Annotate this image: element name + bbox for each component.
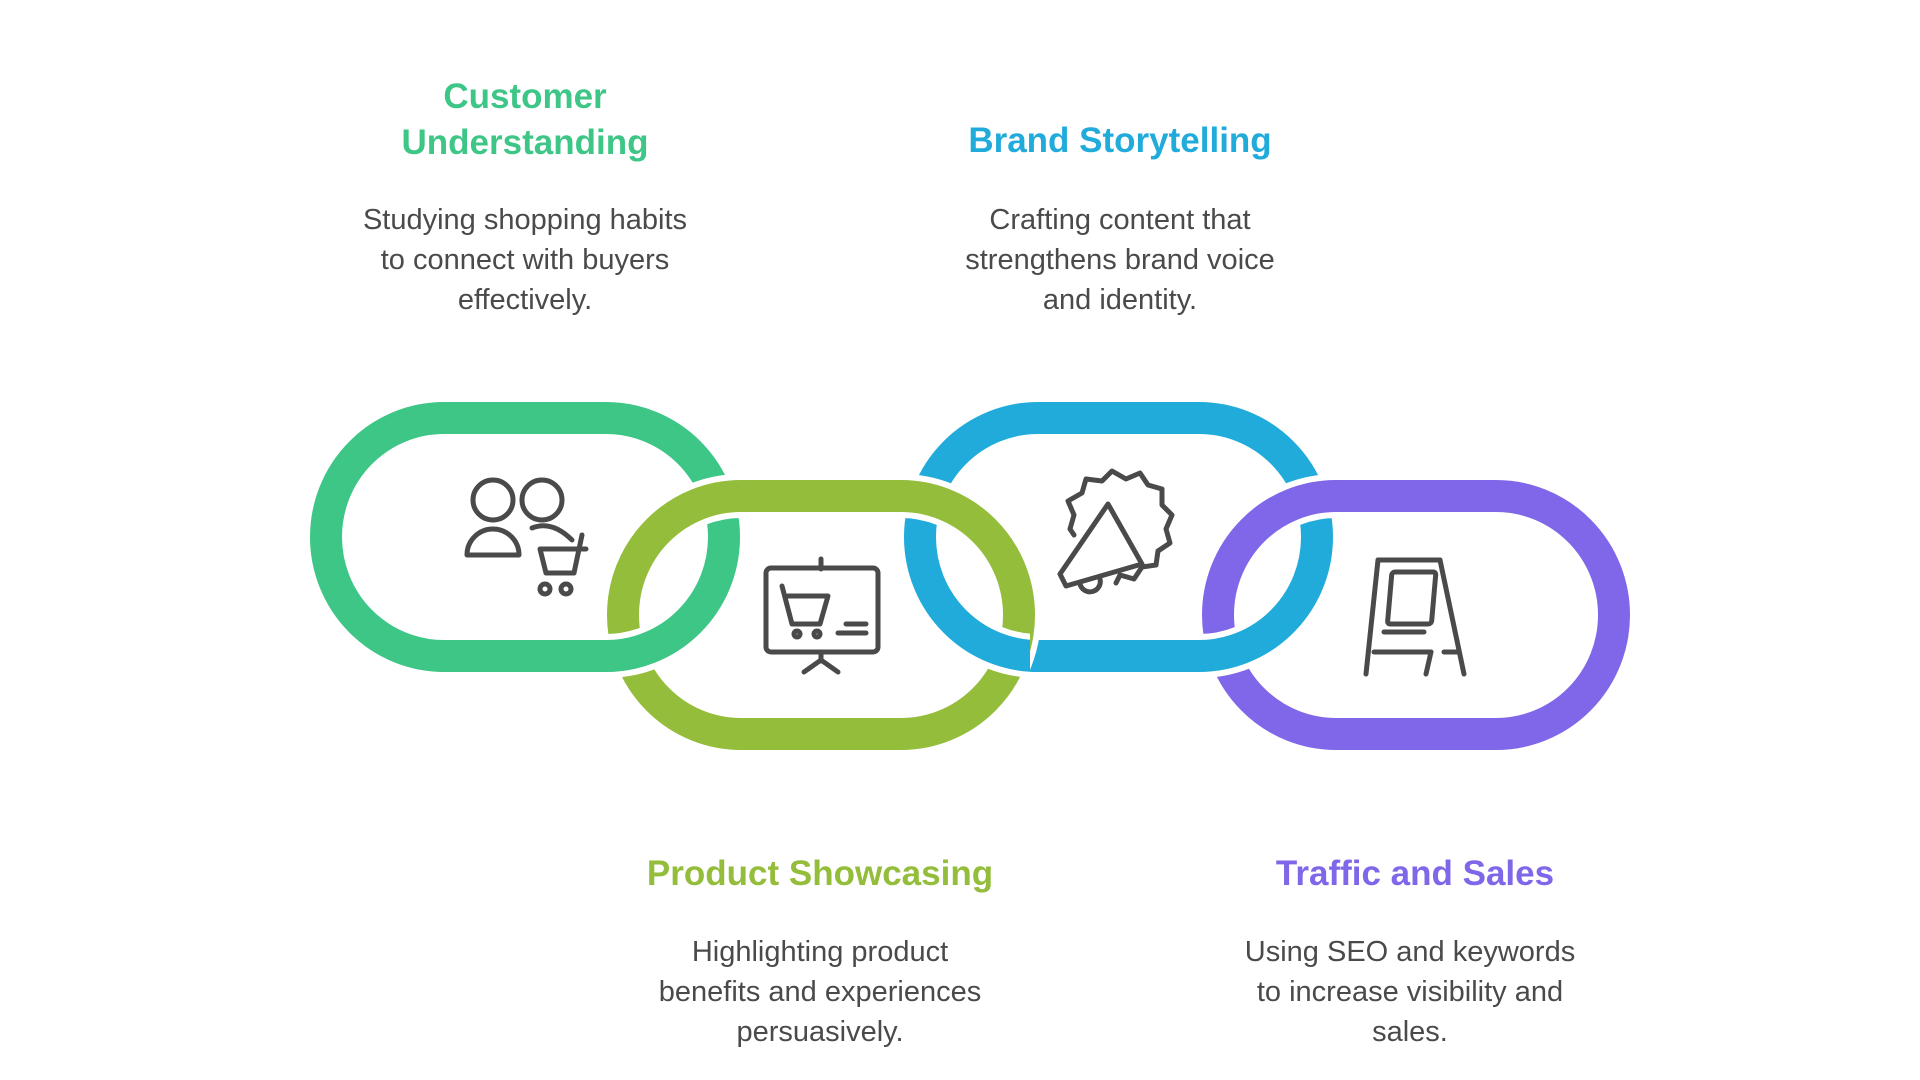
title-line: Customer [443, 77, 607, 116]
chain-link-product [601, 474, 1041, 756]
description-line: sales. [1372, 1016, 1448, 1048]
a-frame-sign-icon [1363, 557, 1467, 677]
description-line: Highlighting product [691, 936, 949, 968]
title-line: Traffic and Sales [1275, 854, 1555, 893]
description-line: Using SEO and keywords [1244, 936, 1576, 968]
title-line: Understanding [401, 123, 649, 162]
description-line: strengthens brand voice [965, 244, 1275, 276]
title-line: Product Showcasing [646, 854, 994, 893]
step-description: Highlighting product benefits and experi… [590, 932, 1050, 1052]
description-line: Studying shopping habits [362, 204, 688, 236]
description-line: persuasively. [736, 1016, 904, 1048]
description-line: benefits and experiences [658, 976, 982, 1008]
chain-link-traffic [1196, 474, 1636, 756]
step-description: Using SEO and keywords to increase visib… [1180, 932, 1640, 1052]
chain-link-customer [304, 396, 746, 678]
step-description: Crafting content that strengthens brand … [880, 200, 1360, 320]
customers-cart-icon [464, 477, 589, 597]
chain-link-brand [898, 396, 1339, 678]
step-title: Brand Storytelling [880, 118, 1360, 164]
description-line: to increase visibility and [1256, 976, 1564, 1008]
megaphone-badge-icon [1057, 468, 1175, 595]
step-title: Traffic and Sales [1180, 851, 1650, 897]
title-line: Brand Storytelling [968, 121, 1272, 160]
step-title: Customer Understanding [300, 74, 750, 166]
description-line: and identity. [1042, 284, 1198, 316]
description-line: Crafting content that [989, 204, 1251, 236]
step-description: Studying shopping habits to connect with… [300, 200, 750, 320]
description-line: effectively. [457, 284, 593, 316]
presentation-cart-icon [763, 556, 881, 675]
description-line: to connect with buyers [380, 244, 670, 276]
step-title: Product Showcasing [590, 851, 1050, 897]
